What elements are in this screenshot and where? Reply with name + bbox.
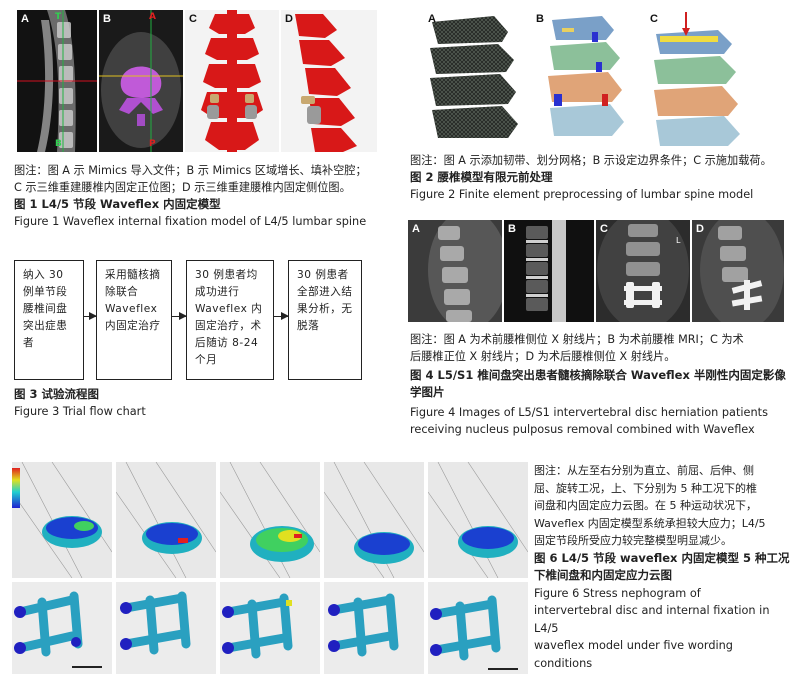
preop-mri-image: [504, 220, 594, 322]
figure2-title-cn: 图 2 腰椎模型有限元前处理: [410, 170, 553, 184]
spine-3d-lateral-image: [281, 10, 377, 152]
disc-stress-extension: [220, 462, 320, 578]
panel-label: A: [412, 223, 420, 235]
caption-line: 图注：图 A 示 Mimics 导入文件；B 示 Mimics 区域增长、填补空…: [14, 164, 367, 177]
panel-label: C: [189, 13, 197, 25]
disc-stress-lateral-bending: [324, 462, 424, 578]
fixation-stress-image: [12, 582, 112, 674]
figure1-panel-b: B A P: [99, 10, 183, 152]
figure6-title-cn: 下椎间盘和内固定应力云图: [534, 568, 672, 582]
panel-label: C: [600, 223, 608, 235]
figure2-title-en: Figure 2 Finite element preprocessing of…: [410, 188, 754, 201]
boundary-conditions-image: [548, 16, 624, 136]
panel-label: D: [285, 13, 293, 25]
panel-label: D: [696, 223, 704, 235]
caption-line: C 示三维重建腰椎内固定正位图；D 示三维重建腰椎内固定侧位图。: [14, 181, 351, 194]
disc-stress-rotation: [428, 462, 528, 578]
flow-box-2: 采用髓核摘除联合 Waveflex 内固定治疗: [96, 260, 172, 380]
figure2-panel-b: B: [532, 10, 636, 148]
panel-label: B: [536, 13, 544, 25]
caption-line: 后腰椎正位 X 射线片；D 为术后腰椎侧位 X 射线片。: [410, 350, 676, 363]
figure6-title-en: intervertebral disc and internal fixatio…: [534, 604, 770, 635]
figure4-title-en: Figure 4 Images of L5/S1 intervertebral …: [410, 406, 768, 419]
fixation-stress-image: [324, 582, 424, 674]
disc-stress-upright: [12, 462, 112, 578]
ct-sagittal-image: [17, 10, 97, 152]
marker-top: T: [55, 12, 62, 22]
figure4-caption: 图注：图 A 为术前腰椎侧位 X 射线片；B 为术前腰椎 MRI；C 为术 后腰…: [410, 331, 790, 438]
panel-label: B: [103, 13, 111, 25]
figure2-caption: 图注：图 A 示添加韧带、划分网格；B 示设定边界条件；C 示施加载荷。 图 2…: [410, 152, 790, 203]
panel-label: A: [21, 13, 29, 25]
figure4-panel-b: B: [504, 220, 594, 322]
caption-line: 图注：图 A 示添加韧带、划分网格；B 示设定边界条件；C 示施加载荷。: [410, 154, 772, 167]
caption-line: 图注：图 A 为术前腰椎侧位 X 射线片；B 为术前腰椎 MRI；C 为术: [410, 333, 744, 346]
figure6-caption: 图注：从左至右分别为直立、前屈、后伸、侧 屈、旋转工况，上、下分别为 5 种工况…: [534, 462, 792, 672]
spine-3d-ap-image: [185, 10, 279, 152]
panel-label: A: [428, 13, 436, 25]
mesh-model-image: [430, 16, 518, 138]
figure4-title-cn: 图 4 L5/S1 椎间盘突出患者髓核摘除联合 Waveflex 半刚性内固定影…: [410, 368, 786, 399]
fixation-stress-image: [220, 582, 320, 674]
figure6-title-en: waveflex model under five wording: [534, 639, 733, 652]
caption-line: Waveflex 内固定模型系统承担较大应力；L4/5: [534, 516, 766, 530]
disc-stress-image: [116, 462, 216, 578]
figure1-panel-d: D: [281, 10, 377, 152]
marker-bottom: P: [149, 139, 156, 149]
marker-bottom: B: [55, 139, 62, 149]
fixation-stress-flexion: [116, 582, 216, 674]
figure1-title-cn: 图 1 L4/5 节段 Waveflex 内固定模型: [14, 197, 221, 211]
flow-arrow-1: [84, 312, 97, 320]
figure4-panel-c: C L: [596, 220, 690, 322]
flow-box-3: 30 例患者均成功进行 Waveflex 内固定治疗，术后随访 8-24 个月: [186, 260, 274, 380]
caption-line: 图注：从左至右分别为直立、前屈、后伸、侧: [534, 464, 754, 477]
preop-lateral-xray-image: [408, 220, 502, 322]
fixation-stress-image: [116, 582, 216, 674]
flow-box-4: 30 例患者全部进入结果分析，无脱落: [288, 260, 362, 380]
figure4-panel-d: D: [692, 220, 784, 322]
side-marker: L: [676, 236, 681, 245]
figure3-title-cn: 图 3 试验流程图: [14, 387, 100, 401]
figure6-title-en: Figure 6 Stress nephogram of: [534, 586, 701, 600]
marker-top: A: [149, 12, 156, 22]
fixation-stress-rotation: [428, 582, 528, 674]
ct-axial-image: [99, 10, 183, 152]
figure6-title-cn: 图 6 L4/5 节段 waveflex 内固定模型 5 种工况: [534, 550, 790, 565]
figure3-title-en: Figure 3 Trial flow chart: [14, 405, 146, 418]
postop-lateral-xray-image: [692, 220, 784, 322]
caption-line: 间盘和内固定应力云图。在 5 种运动状况下，: [534, 499, 757, 512]
caption-line: 固定节段所受应力较完整模型明显减少。: [534, 534, 732, 547]
figure6-title-en: conditions: [534, 656, 593, 670]
fixation-stress-extension: [220, 582, 320, 674]
figure-4: A B: [408, 220, 784, 322]
fixation-stress-lateral-bending: [324, 582, 424, 674]
caption-line: 屈、旋转工况，上、下分别为 5 种工况下的椎: [534, 481, 757, 495]
disc-stress-flexion: [116, 462, 216, 578]
fixation-stress-image: [428, 582, 528, 674]
figure4-title-en: receiving nucleus pulposus removal combi…: [410, 423, 755, 436]
figure-1: A T B B A P: [17, 10, 377, 152]
disc-stress-image: [12, 462, 112, 578]
figure4-panel-a: A: [408, 220, 502, 322]
panel-label: B: [508, 223, 516, 235]
figure1-caption: 图注：图 A 示 Mimics 导入文件；B 示 Mimics 区域增长、填补空…: [14, 162, 394, 230]
postop-ap-xray-image: [596, 220, 690, 322]
figure-2: A B C: [424, 10, 776, 148]
disc-stress-image: [428, 462, 528, 578]
figure1-title-en: Figure 1 Waveflex internal fixation mode…: [14, 215, 367, 228]
figure1-panel-c: C: [185, 10, 279, 152]
flow-box-1: 纳入 30 例单节段腰椎间盘突出症患者: [14, 260, 84, 380]
figure-6: [12, 462, 528, 674]
fixation-stress-upright: [12, 582, 112, 674]
figure2-panel-a: A: [424, 10, 524, 148]
flow-arrow-3: [274, 312, 289, 320]
figure1-panel-a: A T B: [17, 10, 97, 152]
panel-label: C: [650, 13, 658, 25]
applied-load-image: [654, 12, 740, 146]
figure3-caption: 图 3 试验流程图 Figure 3 Trial flow chart: [14, 386, 374, 420]
disc-stress-image: [220, 462, 320, 578]
disc-stress-image: [324, 462, 424, 578]
flow-arrow-2: [172, 312, 187, 320]
figure2-panel-c: C: [646, 10, 756, 148]
